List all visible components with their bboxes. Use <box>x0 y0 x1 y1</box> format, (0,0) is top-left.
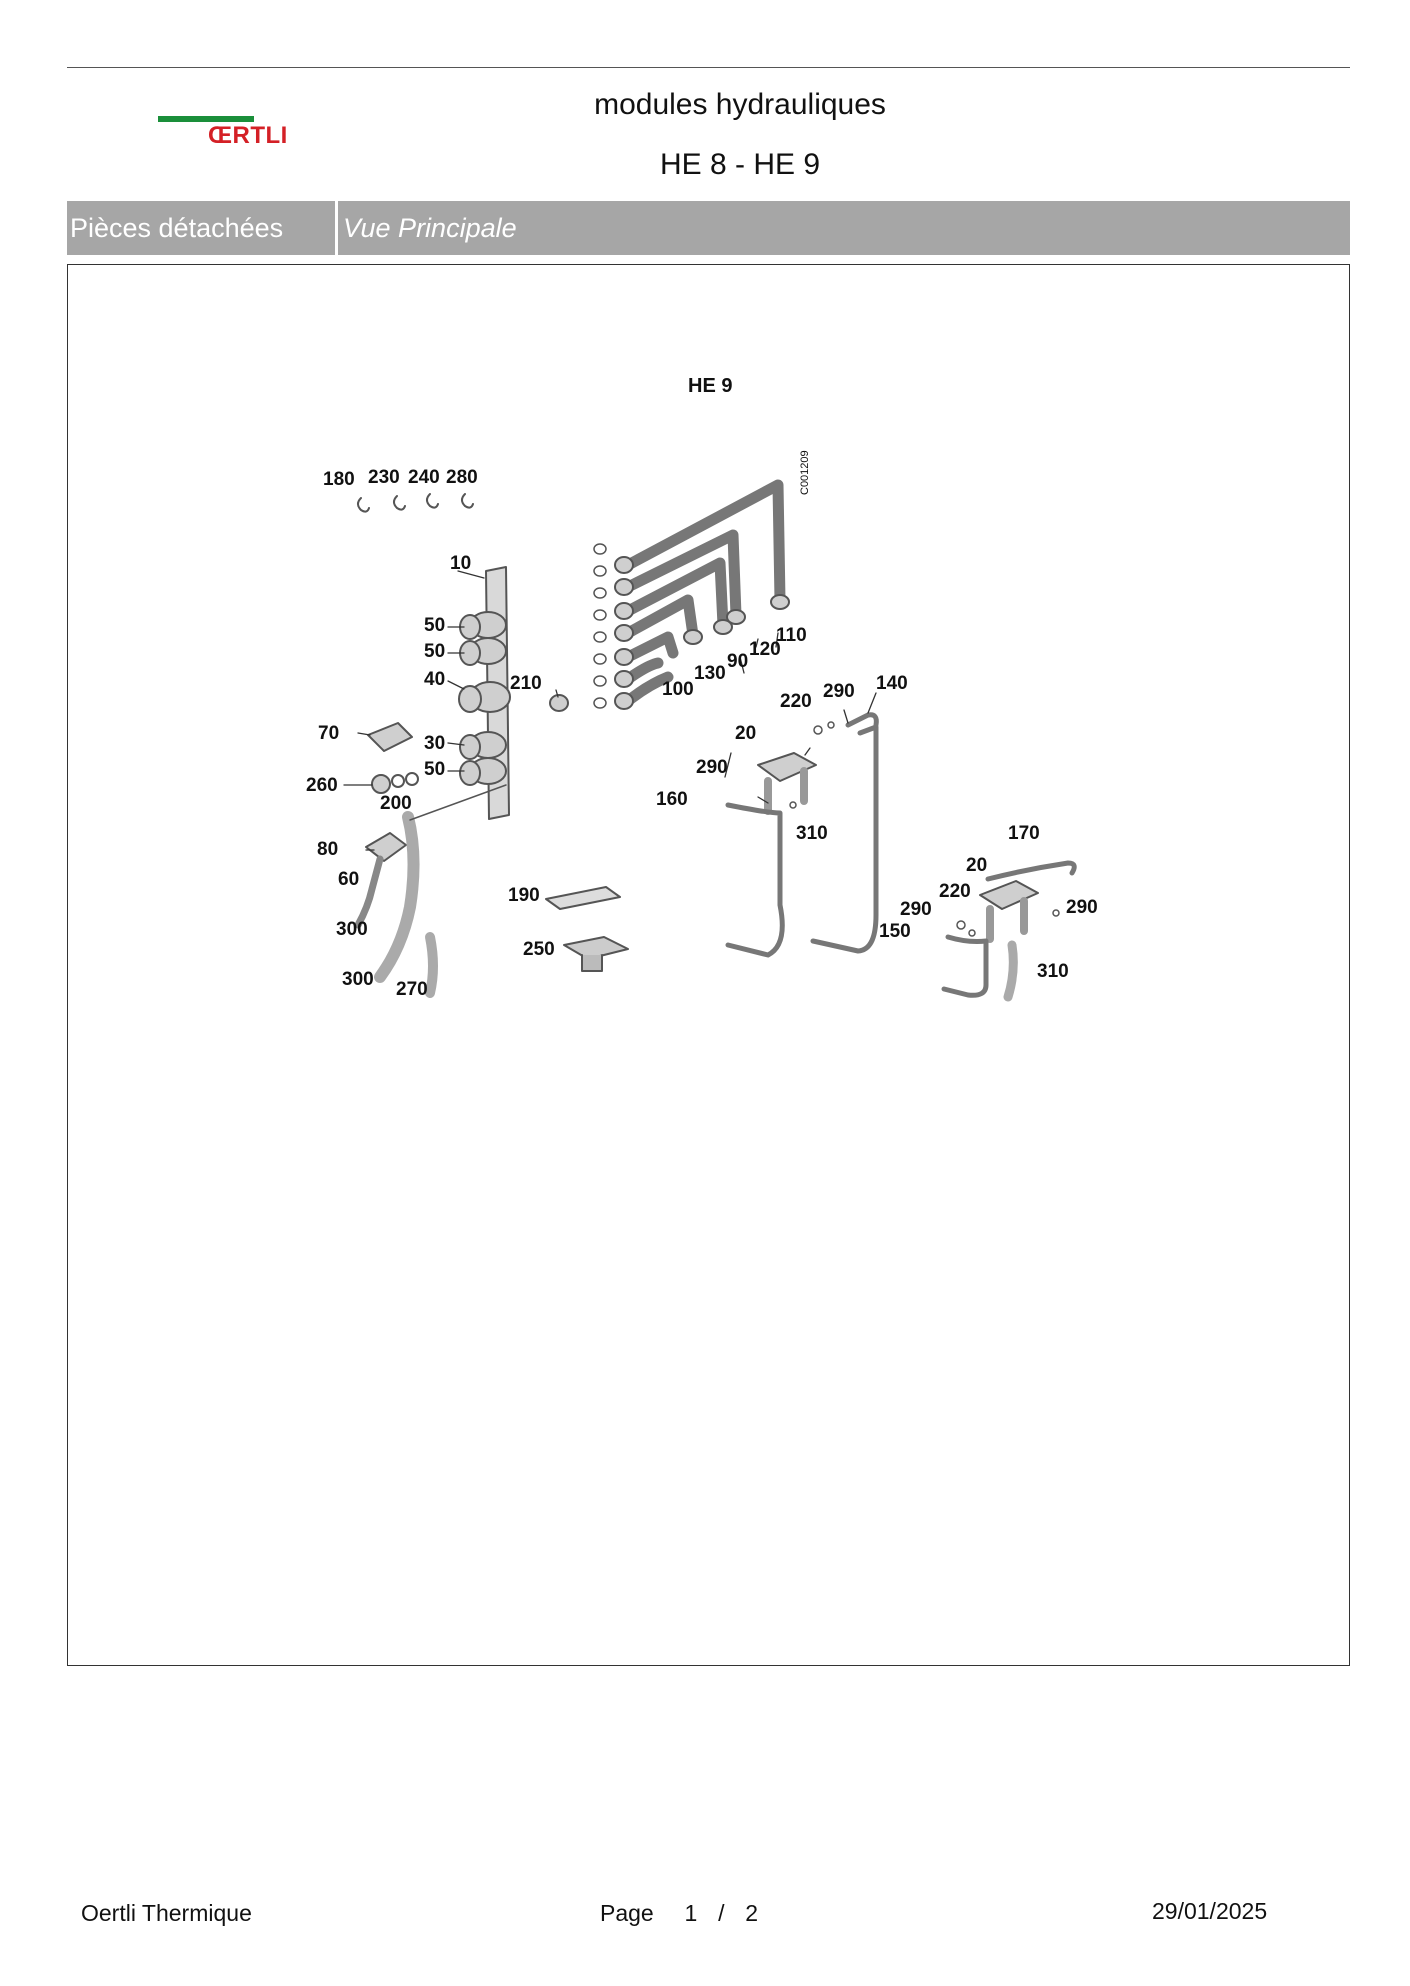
drawing-frame: HE 9 C001209 180 230 240 280 10 50 50 40… <box>67 264 1350 1666</box>
callout-220-b: 220 <box>939 881 971 902</box>
callout-150: 150 <box>879 921 911 942</box>
callout-240: 240 <box>408 467 440 488</box>
callout-220-a: 220 <box>780 691 812 712</box>
callout-200: 200 <box>380 793 412 814</box>
callout-10: 10 <box>450 553 471 574</box>
document-subtitle: HE 8 - HE 9 <box>659 148 821 181</box>
footer-date: 29/01/2025 <box>1152 1898 1268 1924</box>
callout-300-b: 300 <box>342 969 374 990</box>
callout-270: 270 <box>396 979 428 1000</box>
section-view: Vue Principale <box>343 213 517 243</box>
page-separator: / <box>718 1900 725 1926</box>
callout-290-b: 290 <box>696 757 728 778</box>
page-label: Page <box>600 1900 654 1926</box>
callout-40: 40 <box>424 669 445 690</box>
top-rule <box>67 67 1350 68</box>
callout-310-b: 310 <box>1037 961 1069 982</box>
callout-290-a: 290 <box>823 681 855 702</box>
footer-page-indicator: Page 1 / 2 <box>600 1900 758 1927</box>
callout-310-a: 310 <box>796 823 828 844</box>
callout-210: 210 <box>510 673 542 694</box>
callout-80: 80 <box>317 839 338 860</box>
callout-20-a: 20 <box>735 723 756 744</box>
callout-250: 250 <box>523 939 555 960</box>
callout-290-c: 290 <box>900 899 932 920</box>
callout-160: 160 <box>656 789 688 810</box>
callout-90: 90 <box>727 651 748 672</box>
section-category: Pièces détachées <box>70 213 284 243</box>
document-title: modules hydrauliques <box>594 88 886 121</box>
callout-170: 170 <box>1008 823 1040 844</box>
drawing-title: HE 9 <box>688 375 732 397</box>
callout-130: 130 <box>694 663 726 684</box>
callout-230: 230 <box>368 467 400 488</box>
footer-company: Oertli Thermique <box>81 1900 252 1926</box>
callout-260: 260 <box>306 775 338 796</box>
callout-140: 140 <box>876 673 908 694</box>
drawing-reference: C001209 <box>799 450 811 495</box>
callout-190: 190 <box>508 885 540 906</box>
callout-50-a: 50 <box>424 615 445 636</box>
oertli-logo: ŒRTLI <box>158 114 308 154</box>
logo-green-bar <box>158 116 254 122</box>
section-bar: Pièces détachées Vue Principale <box>67 201 1350 255</box>
callout-50-b: 50 <box>424 641 445 662</box>
callout-70: 70 <box>318 723 339 744</box>
callout-180: 180 <box>323 469 355 490</box>
page-current: 1 <box>684 1900 698 1926</box>
callout-30: 30 <box>424 733 445 754</box>
callout-120: 120 <box>749 639 781 660</box>
logo-text: ŒRTLI <box>208 122 288 149</box>
callout-300-a: 300 <box>336 919 368 940</box>
callout-50-c: 50 <box>424 759 445 780</box>
exploded-parts-drawing: HE 9 C001209 180 230 240 280 10 50 50 40… <box>306 375 1098 1002</box>
callout-20-b: 20 <box>966 855 987 876</box>
callout-280: 280 <box>446 467 478 488</box>
callout-100: 100 <box>662 679 694 700</box>
section-separator <box>335 201 338 255</box>
callout-60: 60 <box>338 869 359 890</box>
callout-290-d: 290 <box>1066 897 1098 918</box>
callout-110: 110 <box>776 625 807 646</box>
page-total: 2 <box>745 1900 759 1926</box>
